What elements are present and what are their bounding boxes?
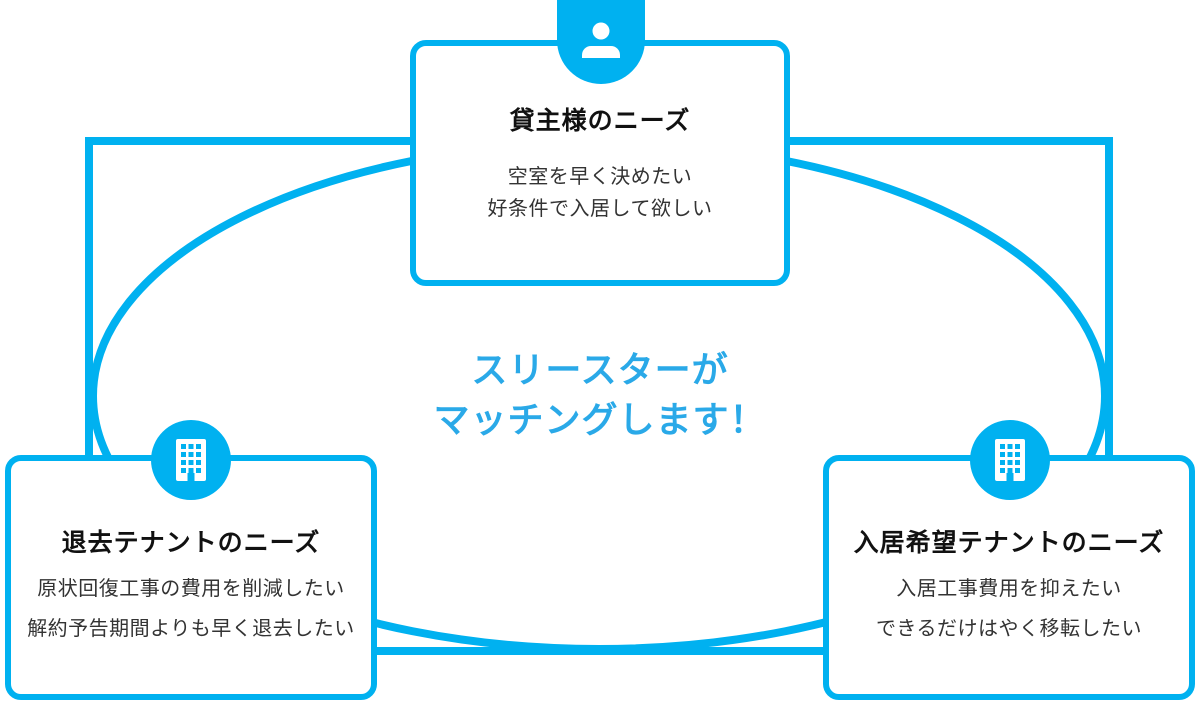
incoming-tenant-card-title: 入居希望テナントのニーズ — [853, 529, 1165, 557]
vacating-tenant-card-needs: 原状回復工事の費用を削減したい 解約予告期間よりも早く退去したい — [11, 569, 371, 649]
vacating-tenant-card-title: 退去テナントのニーズ — [61, 529, 321, 557]
vacating-tenant-badge — [151, 420, 231, 500]
landlord-card-needs: 空室を早く決めたい 好条件で入居して欲しい — [416, 161, 784, 225]
landlord-need-1: 空室を早く決めたい — [507, 166, 693, 188]
center-message-line1: スリースターが — [471, 349, 729, 390]
landlord-need-2: 好条件で入居して欲しい — [487, 198, 713, 220]
landlord-card-title: 貸主様のニーズ — [509, 107, 691, 135]
person-badge — [557, 0, 645, 84]
vacating-tenant-need-1: 原状回復工事の費用を削減したい — [37, 578, 345, 600]
incoming-tenant-need-1: 入居工事費用を抑えたい — [896, 578, 1122, 600]
person-icon — [582, 22, 620, 58]
vacating-tenant-need-2: 解約予告期間よりも早く退去したい — [27, 618, 355, 640]
building-icon — [995, 439, 1025, 481]
person-badge-shape — [557, 0, 645, 84]
incoming-tenant-need-2: できるだけはやく移転したい — [875, 618, 1143, 640]
center-message: スリースターが マッチングします！ — [0, 345, 1200, 445]
building-icon — [176, 439, 206, 481]
incoming-tenant-card-needs: 入居工事費用を抑えたい できるだけはやく移転したい — [829, 569, 1189, 649]
incoming-tenant-badge — [970, 420, 1050, 500]
center-message-line2: マッチングします！ — [433, 399, 767, 440]
